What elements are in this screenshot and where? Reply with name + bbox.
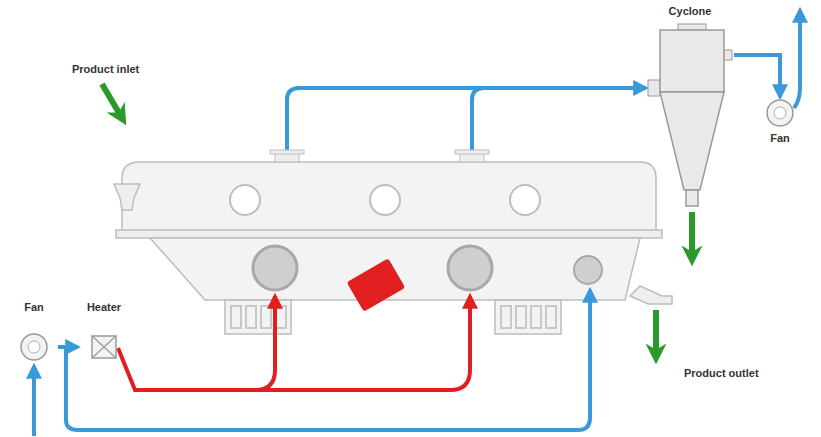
node-shape bbox=[10, 332, 58, 362]
node-shape bbox=[646, 20, 734, 214]
node-label: Fan bbox=[10, 300, 58, 314]
exhaust-fan: Fan bbox=[760, 97, 800, 147]
node-label: Fan bbox=[760, 131, 800, 145]
node-shape bbox=[760, 97, 800, 129]
flow-label: Product inlet bbox=[72, 62, 139, 76]
node-label: Cyclone bbox=[646, 4, 734, 18]
flow-label: Product outlet bbox=[684, 366, 759, 380]
node-label: Heater bbox=[78, 300, 130, 314]
air-duct bbox=[58, 345, 78, 349]
node-shape bbox=[78, 332, 130, 362]
supply-fan: Fan bbox=[10, 300, 58, 362]
air-heater: Heater bbox=[78, 300, 130, 362]
air-duct bbox=[734, 55, 780, 97]
cyclone-separator: Cyclone bbox=[646, 4, 734, 214]
